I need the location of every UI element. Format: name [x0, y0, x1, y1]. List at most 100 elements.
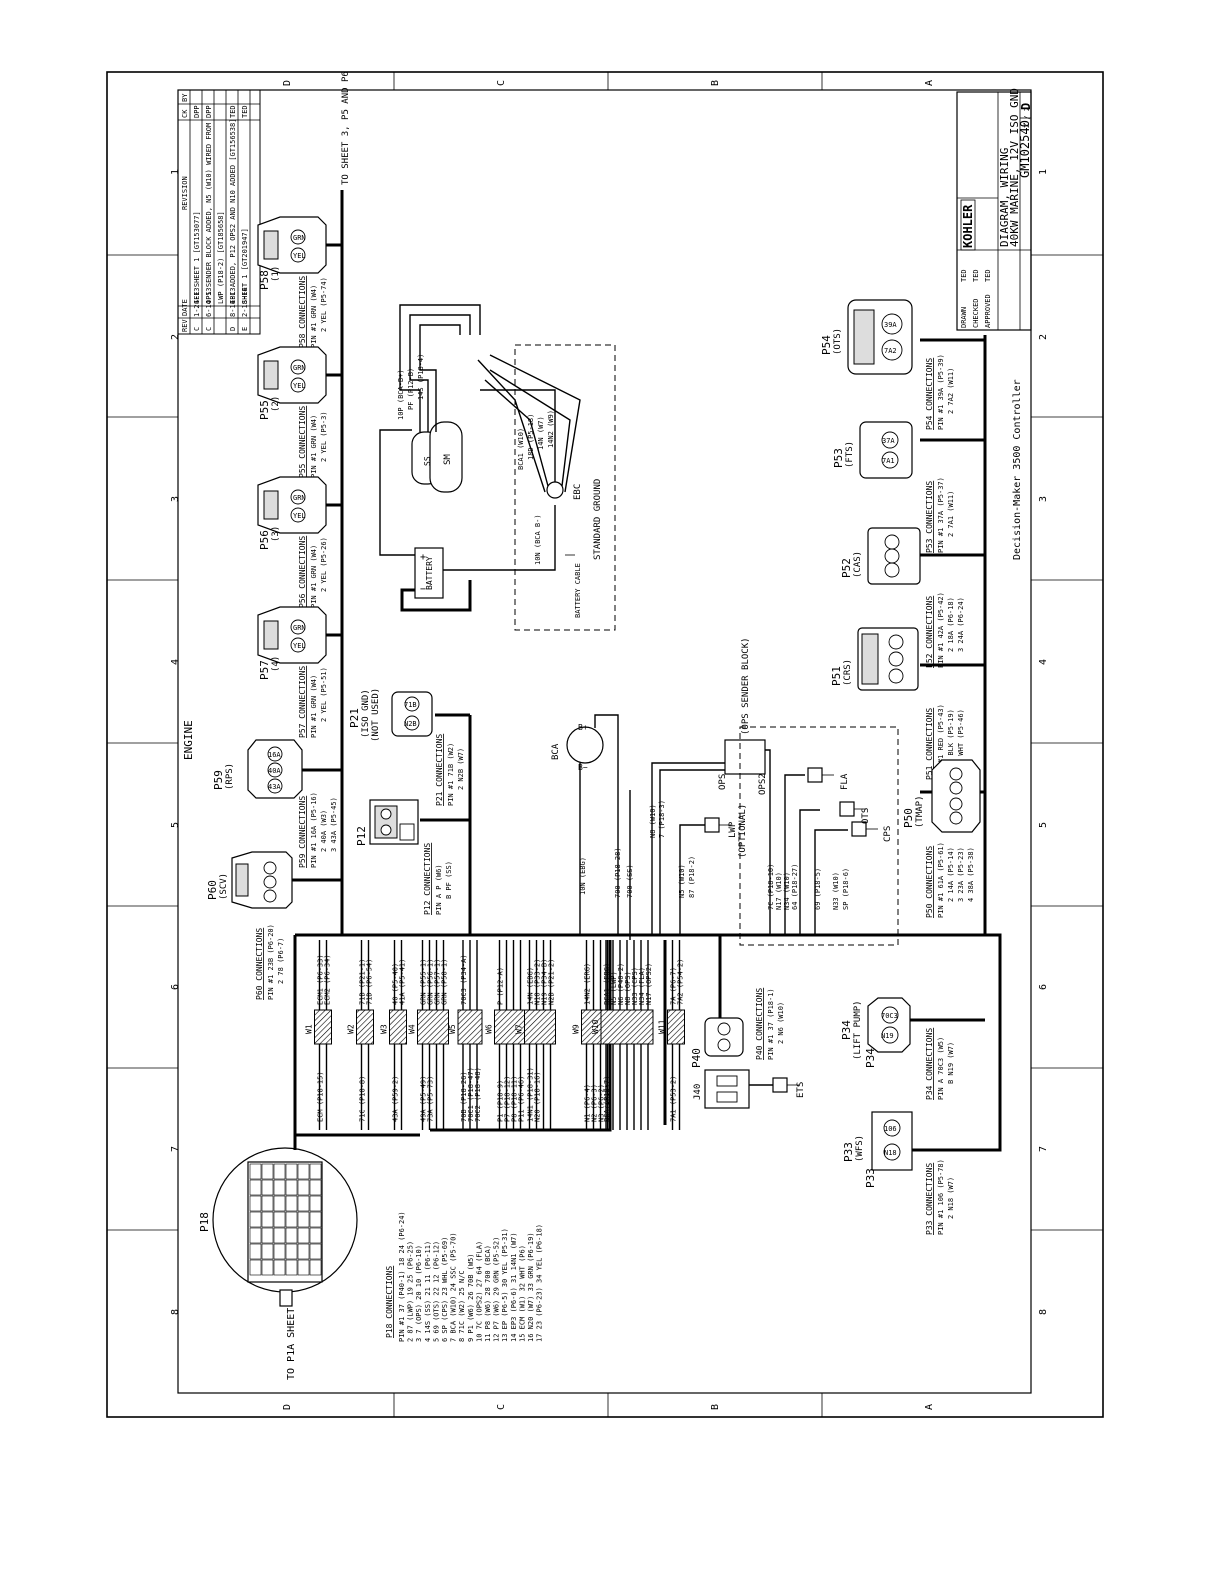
splice-name: W9 — [572, 1024, 581, 1034]
approval-label: CHECKED — [972, 298, 980, 328]
p18-connection-row: 3 7 (OPS) 20 10 (P6-10) — [415, 1245, 423, 1342]
p53-row: PIN #1 37A (P5-37) — [937, 477, 945, 553]
harness-right-label: ECM2 (P6-34) — [324, 954, 332, 1005]
p18-pin-cell — [249, 1163, 262, 1180]
p34-row: B N19 (W7) — [947, 1042, 955, 1084]
rev-row-rev: C — [205, 327, 213, 331]
zone-letter: A — [924, 1404, 935, 1410]
p18-pin-cell — [285, 1259, 298, 1276]
zone-number: 4 — [170, 659, 181, 665]
zone-number: 7 — [1038, 1146, 1049, 1152]
zone-number: 5 — [170, 822, 181, 828]
zone-letter: C — [496, 1404, 507, 1410]
battery-icon — [414, 547, 444, 599]
to-p1a-label: TO P1A SHEET — [286, 1308, 297, 1380]
splice-name: W5 — [448, 1024, 457, 1034]
p21-sub2: (NOT USED) — [371, 688, 381, 742]
p60-row: 2 78 (P6-7) — [277, 938, 285, 984]
rev-row-text: SEE SHEET 1 [GT153077] — [193, 211, 201, 304]
connector-p51 — [857, 627, 919, 691]
p40-row: 2 N6 (W10) — [777, 1002, 785, 1044]
harness-left-label: P1 (P18-9) — [497, 1080, 505, 1122]
ebc-label: EBC — [573, 484, 583, 500]
p18-pin-cell — [309, 1195, 322, 1212]
p18-pin-cell — [249, 1211, 262, 1228]
p34-name: P34 — [840, 1020, 853, 1040]
zone-number: 6 — [1038, 984, 1049, 990]
connector-p50 — [931, 759, 981, 833]
p53-row: 2 7A1 (W11) — [947, 491, 955, 537]
p12-row: B PF (SS) — [445, 861, 453, 899]
bus-wire-label: SP (P18-6) — [842, 868, 850, 910]
svg-text:GRN: GRN — [293, 234, 306, 242]
j40-connector-icon — [704, 1069, 750, 1109]
bus-wire-label: N8 (W10) — [649, 804, 657, 838]
rev-row-date: 6-14-13 — [205, 287, 213, 317]
zone-number: 5 — [1038, 822, 1049, 828]
harness-left-label: 70B (P18-26) — [460, 1071, 468, 1122]
p33-row: PIN #1 106 (P5-78) — [937, 1159, 945, 1235]
p50-title: P50 CONNECTIONS — [925, 846, 934, 918]
p18-pin-cell — [249, 1243, 262, 1260]
p33-row: 2 N18 (W7) — [947, 1177, 955, 1219]
bus-wire-label: N5 (W10) — [678, 864, 686, 898]
rev-row-by: DPP — [205, 105, 213, 118]
p33-sub: (WFS) — [855, 1135, 865, 1162]
p53-title: P53 CONNECTIONS — [925, 481, 934, 553]
sm-label: SM — [443, 454, 453, 465]
p18-pin-cell — [261, 1227, 274, 1244]
svg-text:N2B: N2B — [404, 720, 417, 728]
main-buses — [293, 190, 1002, 1152]
harness-left-label: 14N1 (P18-31) — [527, 1067, 535, 1122]
p18-pin-cell — [285, 1179, 298, 1196]
company-logo: KOHLER — [961, 204, 975, 248]
p57-title: P57 CONNECTIONS — [298, 666, 307, 738]
p18-pin-cell — [249, 1227, 262, 1244]
harness-left-label: N1 (P6-4) — [584, 1084, 592, 1122]
p51-name: P51 — [830, 666, 843, 686]
approval-initials: TED — [960, 269, 968, 282]
p52-row: PIN #1 42A (P5-42) — [937, 592, 945, 668]
connector-p21: 71B N2B — [391, 691, 433, 737]
svg-text:YEL: YEL — [293, 382, 306, 390]
connector-p12 — [369, 799, 419, 845]
p18-pin-cell — [273, 1195, 286, 1212]
zone-number: 4 — [1038, 659, 1049, 665]
p18-pin-cell — [249, 1179, 262, 1196]
rev-header: BY — [181, 93, 189, 102]
p18-pin-cell — [261, 1195, 274, 1212]
top-wire-label: BCA1 (W10) — [517, 428, 525, 470]
zone-number: 8 — [1038, 1309, 1049, 1315]
splice-name: W4 — [408, 1024, 417, 1034]
svg-text:39A: 39A — [884, 321, 897, 329]
splice-name: W1 — [305, 1024, 314, 1034]
splice-body — [457, 1009, 483, 1045]
svg-text:B−: B− — [578, 763, 588, 772]
p50-row: 3 23A (P5-23) — [957, 847, 965, 902]
j40-label: J40 — [693, 1084, 703, 1100]
standard-ground-box — [514, 344, 616, 631]
harness-left-label: 70C1 (P18-47) — [467, 1067, 475, 1122]
engine-label: ENGINE — [182, 720, 195, 760]
p54-title: P54 CONNECTIONS — [925, 358, 934, 430]
harness-right-label: N17 (OPS2) — [645, 963, 653, 1005]
rev-row-date: 1-24-13 — [193, 287, 201, 317]
harness-right-label: 7A2 (P54-2) — [677, 959, 685, 1005]
p18-pin-cell — [309, 1259, 322, 1276]
ops-sender-area: (OPS SENDER BLOCK) OPS OPS2 (OPTIONAL) F… — [651, 637, 899, 946]
zone-number: 8 — [170, 1309, 181, 1315]
connector-p18 — [212, 1135, 358, 1307]
approval-label: DRAWN — [960, 307, 968, 328]
harness-left-label: 70C2 (P18-48) — [474, 1067, 482, 1122]
engine-branches — [290, 243, 470, 882]
svg-text:71B: 71B — [404, 701, 417, 709]
p57-name: P57 — [258, 660, 271, 680]
harness-left-label: N20 (P18-16) — [534, 1071, 542, 1122]
harness-left-label: N2 (P6-3) — [591, 1084, 599, 1122]
bus-wire-label: 7 (P18-3) — [658, 800, 666, 838]
harness-right-label: N19 (P34-B) — [541, 959, 549, 1005]
